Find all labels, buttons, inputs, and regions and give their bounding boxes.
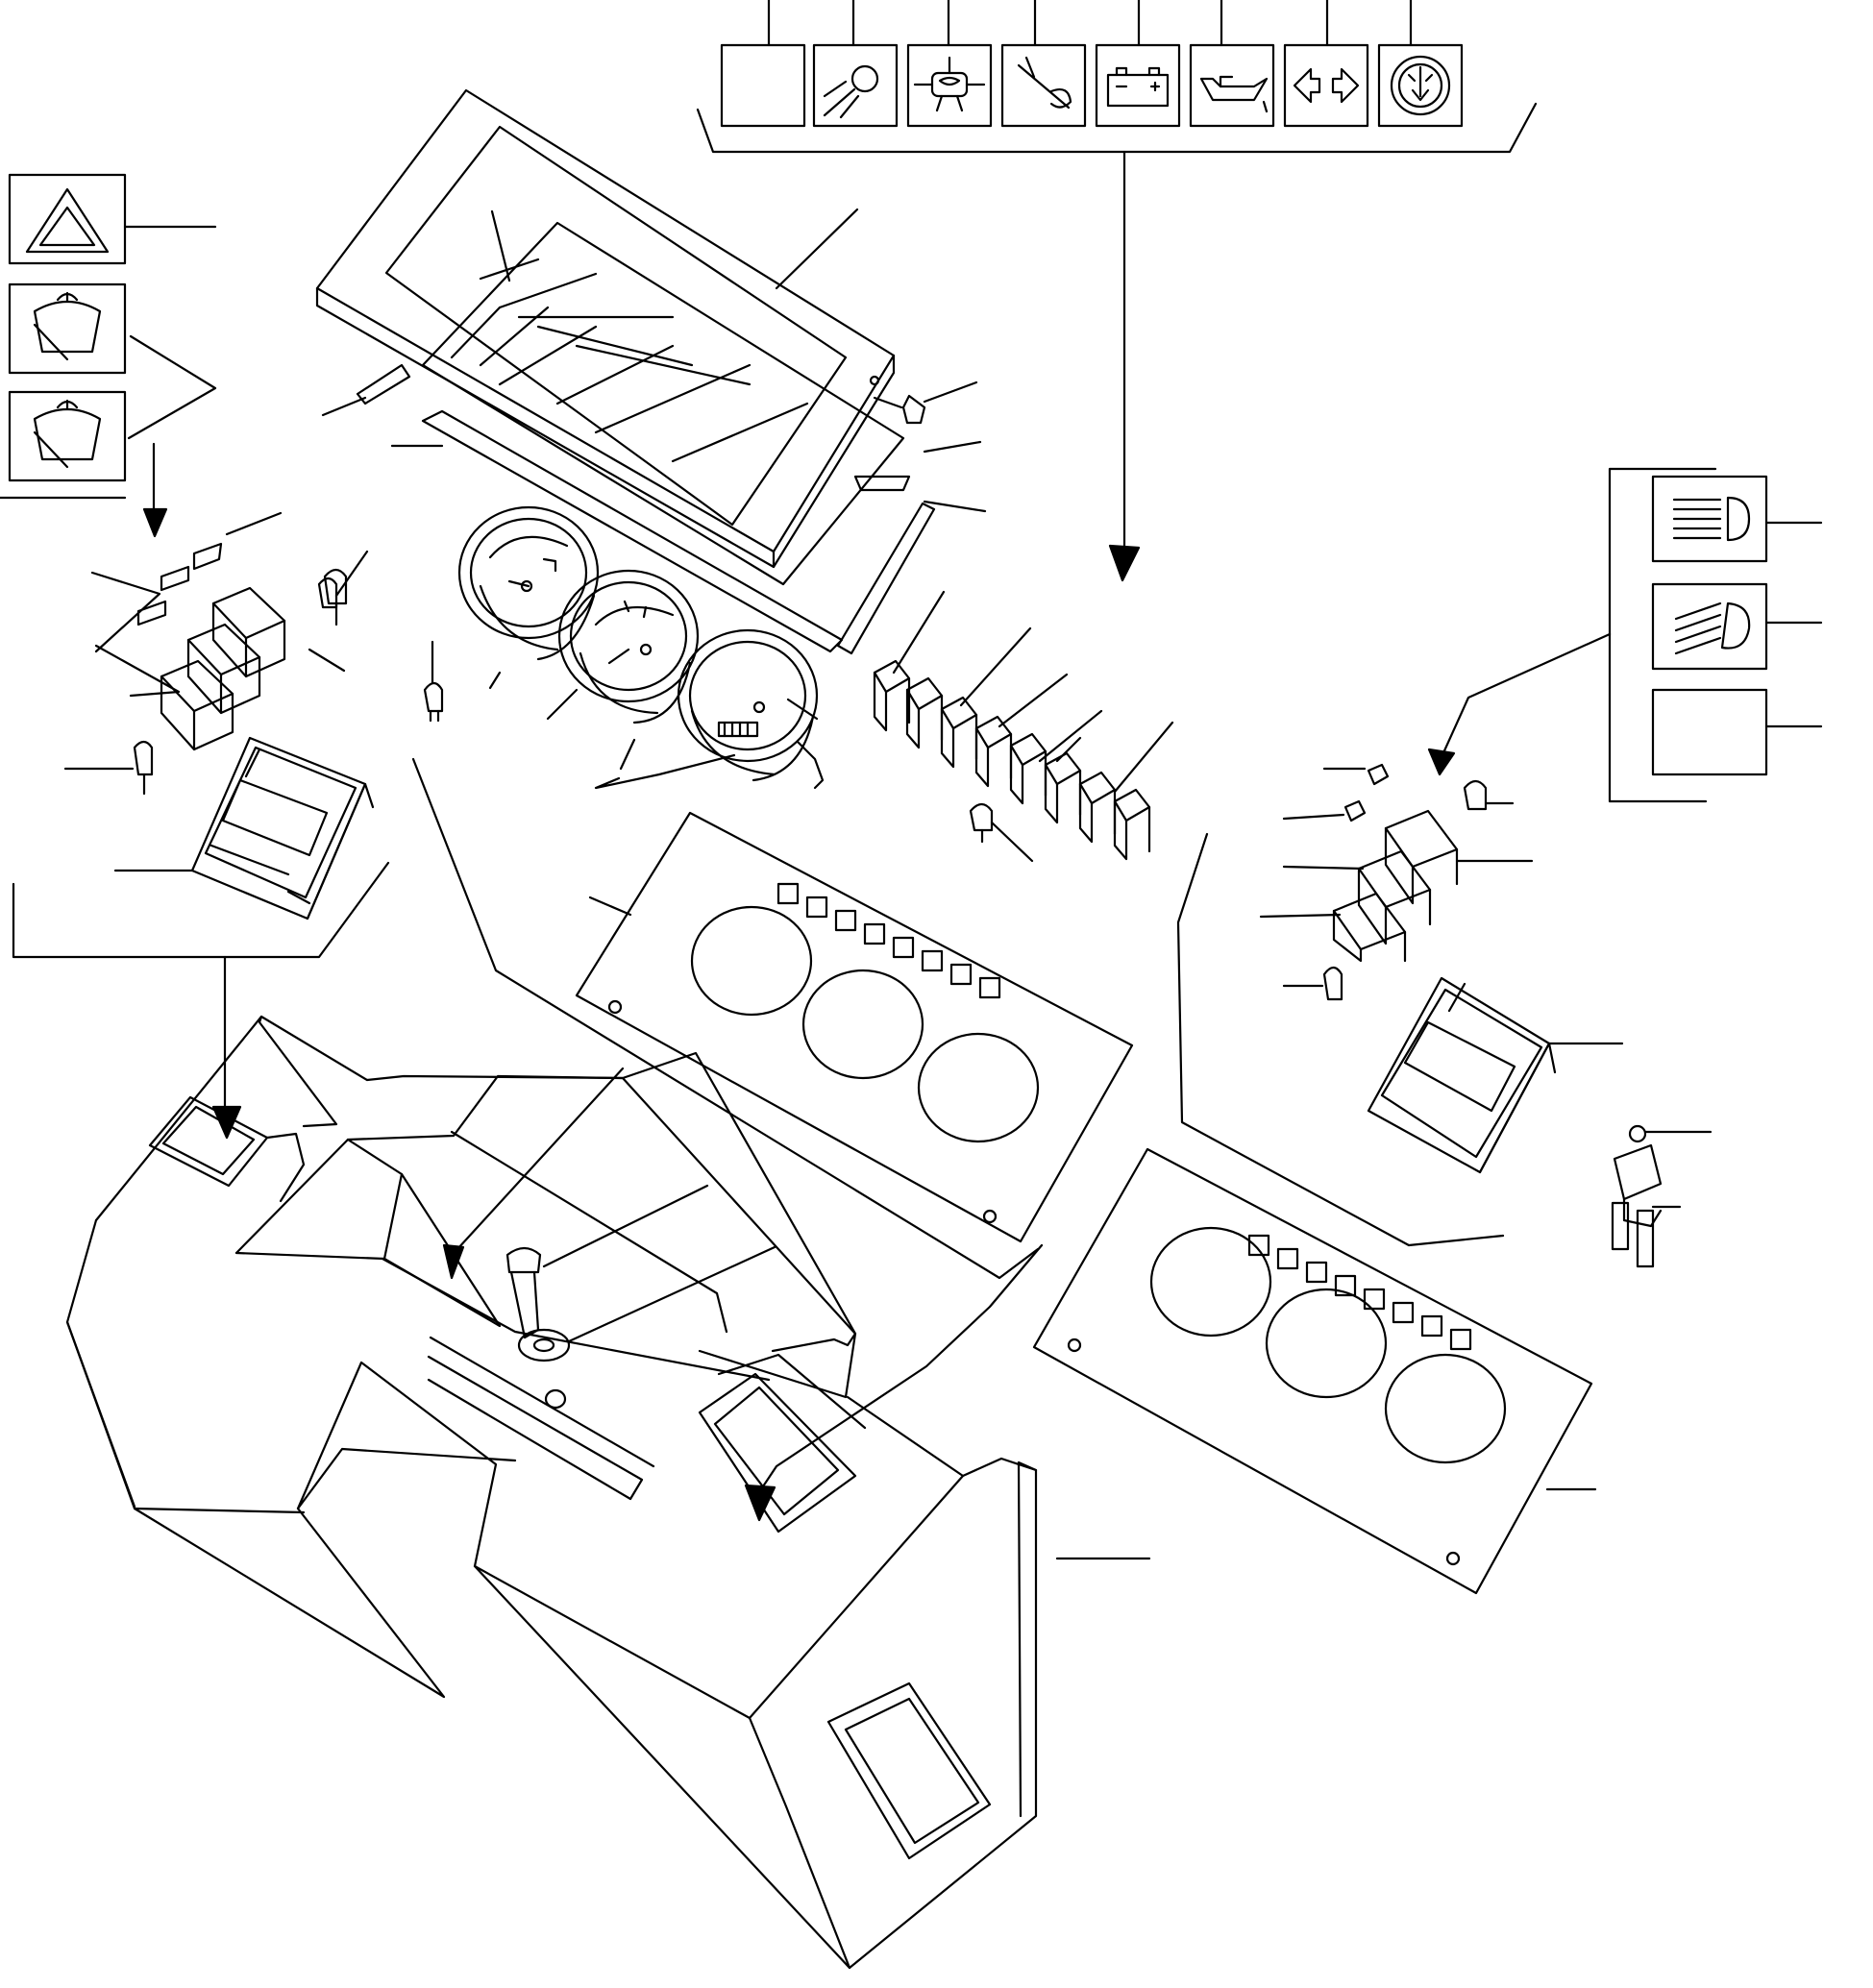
gauge-cluster [459, 507, 823, 788]
right-switch-assembly [1261, 765, 1622, 1172]
right-switch-symbol-group [1429, 469, 1821, 801]
indicator-lamp [976, 717, 1011, 786]
indicator-lamp [1046, 753, 1080, 822]
leader-line [457, 1068, 623, 1249]
oil-pressure-icon [1191, 45, 1273, 126]
parking-brake-icon [1002, 45, 1085, 126]
instrument-bezel [317, 90, 894, 567]
bulb [1284, 968, 1342, 999]
turn-signal-icon [1285, 45, 1368, 126]
relay [1613, 1126, 1711, 1266]
hazard-warning-icon [10, 175, 125, 263]
rocker-switch [213, 588, 284, 676]
indicator-lamp [907, 678, 942, 748]
indicator-lamp [1080, 773, 1115, 842]
indicator-lamp [1115, 790, 1149, 859]
leader-line [761, 1245, 1042, 1489]
bezel-screw [875, 382, 976, 423]
instrument-panel [1034, 1149, 1595, 1593]
high-beam-icon [1653, 477, 1766, 561]
blank-icon [1653, 690, 1766, 774]
battery-charge-icon [1097, 45, 1179, 126]
glass-lens [423, 211, 903, 584]
rocker-switch [188, 625, 259, 713]
rocker-switch [1386, 811, 1457, 903]
bulb [319, 578, 336, 607]
lamp-icon [814, 45, 897, 126]
bulb [325, 552, 367, 625]
indicator-lamp [1011, 734, 1046, 803]
indicator-lamp-row [875, 592, 1172, 859]
rocker-switch [1334, 894, 1405, 961]
indicator-lamp [942, 698, 976, 767]
leader-line [1178, 834, 1503, 1245]
indicator-symbol-row [698, 0, 1536, 580]
left-switch-assembly [13, 513, 388, 1138]
work-light-icon [1653, 584, 1766, 669]
switch-panel [115, 738, 373, 919]
blank-icon [722, 45, 804, 126]
preheat-glow-plug-icon [908, 45, 991, 126]
leader-line [413, 759, 1038, 1278]
bulb [65, 742, 152, 794]
washer [519, 1247, 775, 1408]
mounting-bolt [507, 1186, 707, 1338]
temperature-gauge-icon [548, 571, 698, 723]
front-wiper-icon [10, 284, 125, 373]
instrument-panel [577, 813, 1132, 1241]
bulb [425, 642, 442, 721]
rocker-switch [161, 661, 233, 749]
switch-panel [1368, 978, 1622, 1172]
bulb [1465, 781, 1513, 809]
indicator-lamp [875, 661, 909, 730]
light-strip [323, 365, 985, 653]
hour-meter-icon [678, 630, 823, 788]
rear-wiper-icon [10, 392, 125, 480]
fuel-gauge-icon [459, 507, 598, 688]
air-filter-icon [1379, 45, 1462, 126]
console-housing [67, 1017, 1149, 1968]
bulb [971, 804, 1032, 861]
left-switch-symbol-group [0, 175, 215, 536]
